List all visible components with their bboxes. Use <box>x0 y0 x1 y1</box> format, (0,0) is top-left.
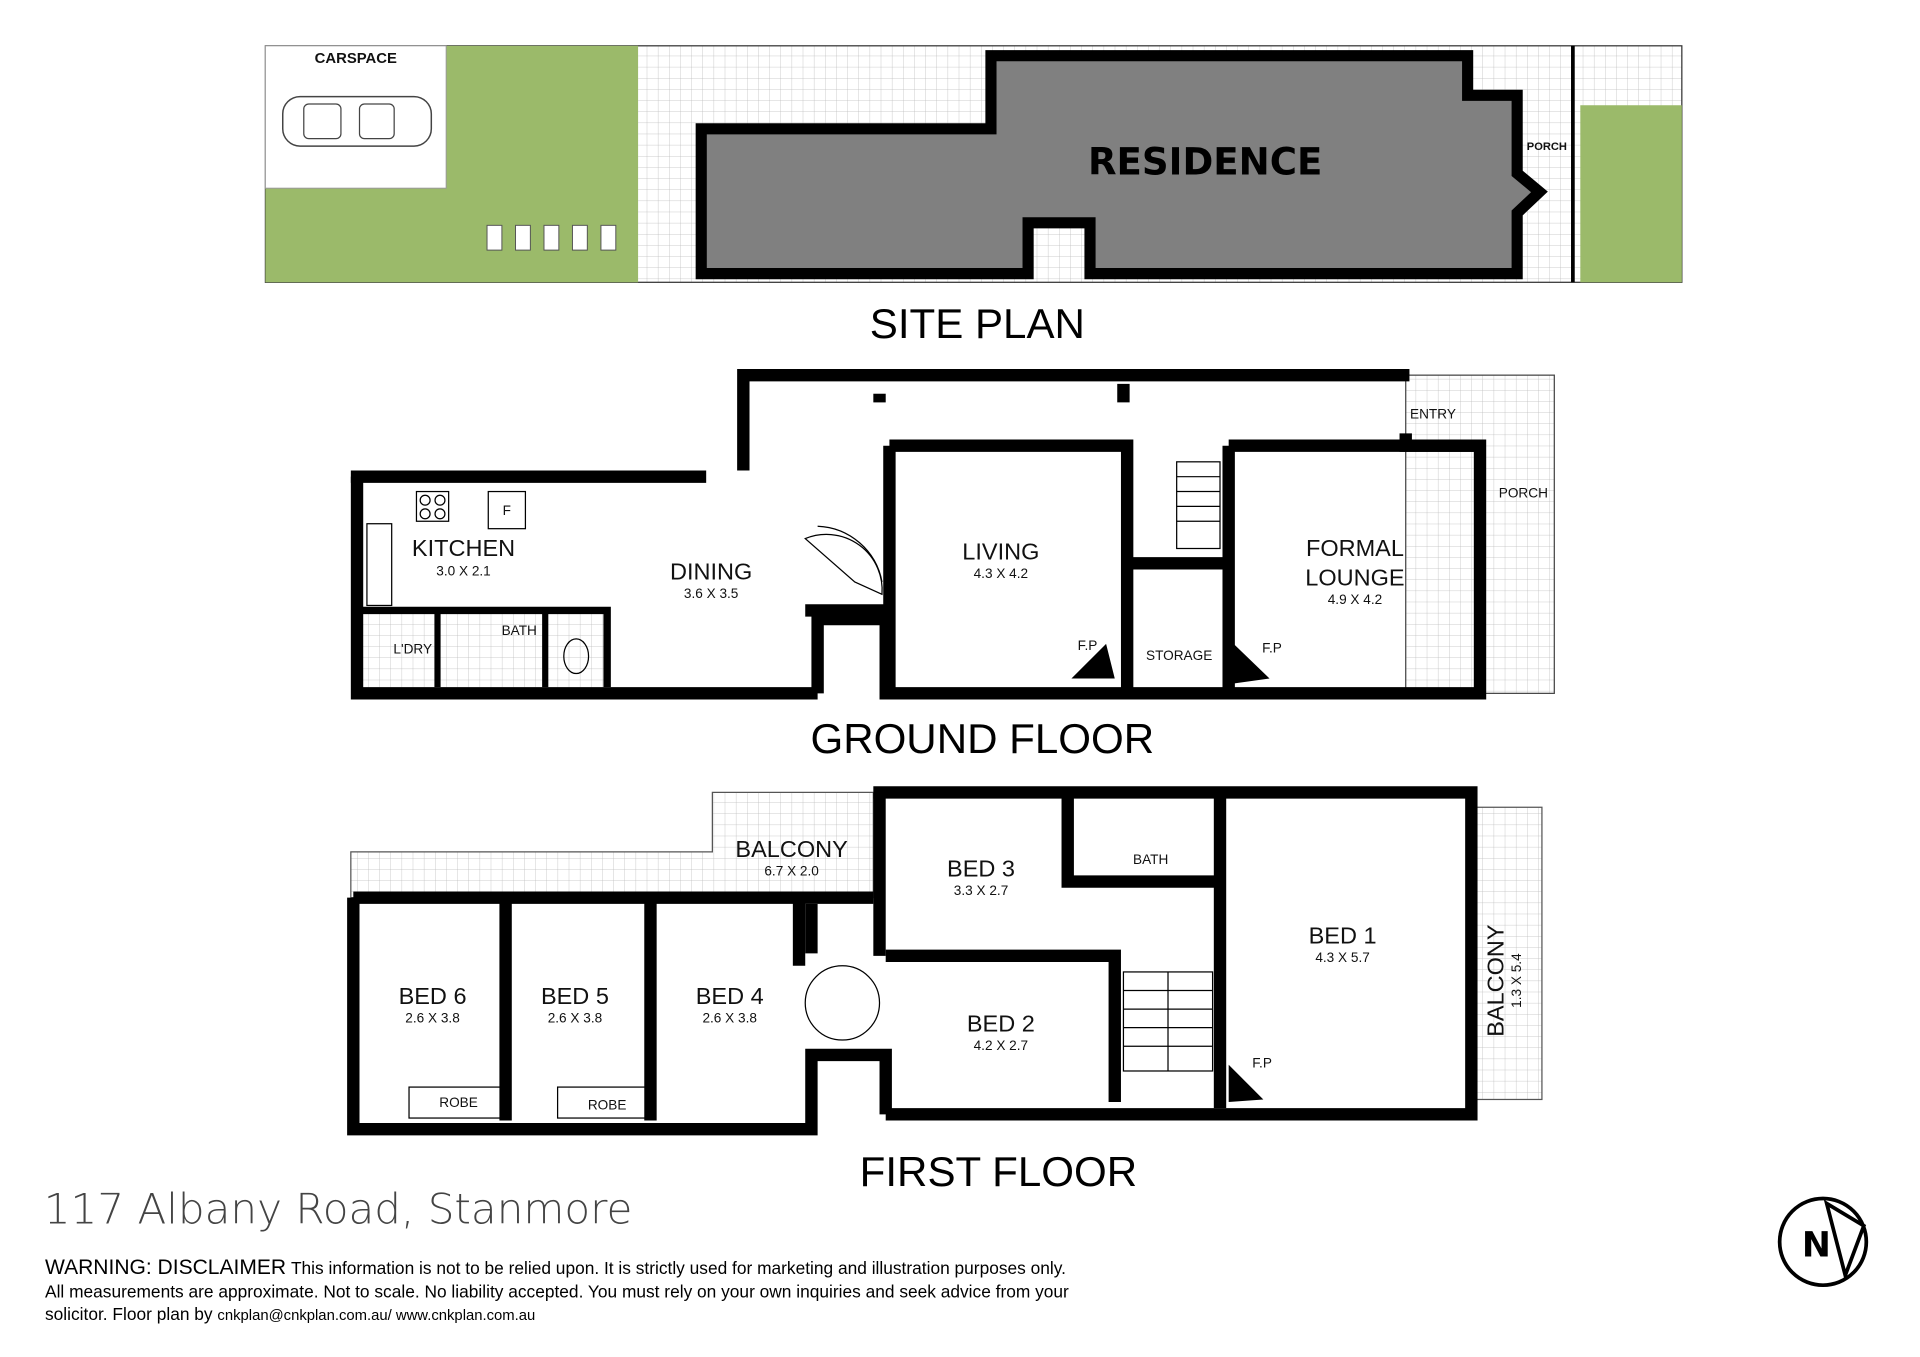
living-label: LIVING <box>962 539 1039 565</box>
bath-label: BATH <box>502 623 537 638</box>
fireplace-label: F.P <box>1078 638 1098 653</box>
site-plan-title: SITE PLAN <box>870 300 1085 347</box>
residence-footprint <box>695 50 1548 280</box>
bed5-dim: 2.6 X 3.8 <box>548 1011 602 1026</box>
living-dim: 4.3 X 4.2 <box>974 566 1028 581</box>
first-floor-title: FIRST FLOOR <box>860 1148 1137 1195</box>
compass-letter: N <box>1802 1226 1831 1266</box>
disclaimer-line-1: WARNING: DISCLAIMER This information is … <box>45 1256 1066 1279</box>
disclaimer: WARNING: DISCLAIMER This information is … <box>45 1256 1069 1324</box>
sink-icon <box>366 523 393 607</box>
storage-label: STORAGE <box>1146 648 1212 663</box>
bed6-dim: 2.6 X 3.8 <box>405 1011 459 1026</box>
dining-label: DINING <box>670 558 752 584</box>
car-icon <box>281 95 433 147</box>
formal-lounge-label-1: FORMAL <box>1306 535 1404 561</box>
first-floor: BALCONY 6.7 X 2.0 BED 3 3.3 X 2.7 BED 2 … <box>347 786 1543 1195</box>
site-plan: CARSPACE RESIDENCE PORCH SITE PLAN <box>264 45 1683 347</box>
carspace-label: CARSPACE <box>315 51 397 67</box>
property-address: 117 Albany Road, Stanmore <box>44 1184 633 1233</box>
bed1-label: BED 1 <box>1309 922 1377 948</box>
fireplace-icon <box>1228 1064 1264 1102</box>
laundry-label: L'DRY <box>393 642 432 657</box>
balcony-dim: 6.7 X 2.0 <box>764 863 819 878</box>
spiral-stair-icon <box>804 525 883 596</box>
side-balcony-tiles <box>1470 806 1543 1101</box>
stepping-stones <box>486 224 617 251</box>
front-lawn <box>1580 105 1682 283</box>
kitchen-dim: 3.0 X 2.1 <box>436 564 490 579</box>
kitchen-label: KITCHEN <box>412 535 515 561</box>
robe-label: ROBE <box>588 1097 627 1112</box>
disclaimer-line-2: All measurements are approximate. Not to… <box>45 1282 1069 1302</box>
fridge-label: F <box>503 503 511 518</box>
robe-label: ROBE <box>439 1095 478 1110</box>
dining-dim: 3.6 X 3.5 <box>684 586 738 601</box>
porch-label: PORCH <box>1499 486 1548 501</box>
fireplace-label: F.P <box>1262 640 1282 655</box>
cooktop-icon <box>415 490 450 522</box>
fireplace-label: F.P <box>1252 1055 1272 1070</box>
ground-floor-title: GROUND FLOOR <box>810 715 1154 762</box>
formal-lounge-label-2: LOUNGE <box>1305 565 1404 591</box>
north-compass-icon: N <box>1777 1196 1869 1288</box>
residence-label: RESIDENCE <box>1088 141 1322 184</box>
ground-floor: F KITCHEN 3.0 X 2.1 DINING 3.6 X 3.5 LIV… <box>350 368 1555 762</box>
first-bath-label: BATH <box>1133 852 1168 867</box>
bed3-dim: 3.3 X 2.7 <box>954 883 1008 898</box>
bed3-label: BED 3 <box>947 856 1015 882</box>
stair-icon <box>1122 971 1214 1072</box>
disclaimer-line-3: solicitor. Floor plan by cnkplan@cnkplan… <box>45 1304 535 1324</box>
formal-lounge-dim: 4.9 X 4.2 <box>1328 592 1382 607</box>
side-balcony-label: BALCONY <box>1483 924 1509 1037</box>
bed6-label: BED 6 <box>399 983 467 1009</box>
bed4-dim: 2.6 X 3.8 <box>702 1011 756 1026</box>
bed4-label: BED 4 <box>696 983 764 1009</box>
wet-area-tiles <box>359 610 608 688</box>
site-porch-label: PORCH <box>1527 141 1567 153</box>
side-balcony-dim: 1.3 X 5.4 <box>1509 953 1524 1008</box>
bed1-dim: 4.3 X 5.7 <box>1315 950 1369 965</box>
entry-label: ENTRY <box>1410 406 1456 421</box>
toilet-icon <box>563 638 590 675</box>
bed5-label: BED 5 <box>541 983 609 1009</box>
fireplace-icon <box>1233 643 1270 684</box>
balcony-label: BALCONY <box>735 836 848 862</box>
fireplace-icon <box>1071 643 1115 679</box>
bed2-label: BED 2 <box>967 1010 1035 1036</box>
bed2-dim: 4.2 X 2.7 <box>974 1038 1028 1053</box>
stair-icon <box>1176 461 1221 550</box>
spiral-stair-icon <box>804 965 881 1041</box>
